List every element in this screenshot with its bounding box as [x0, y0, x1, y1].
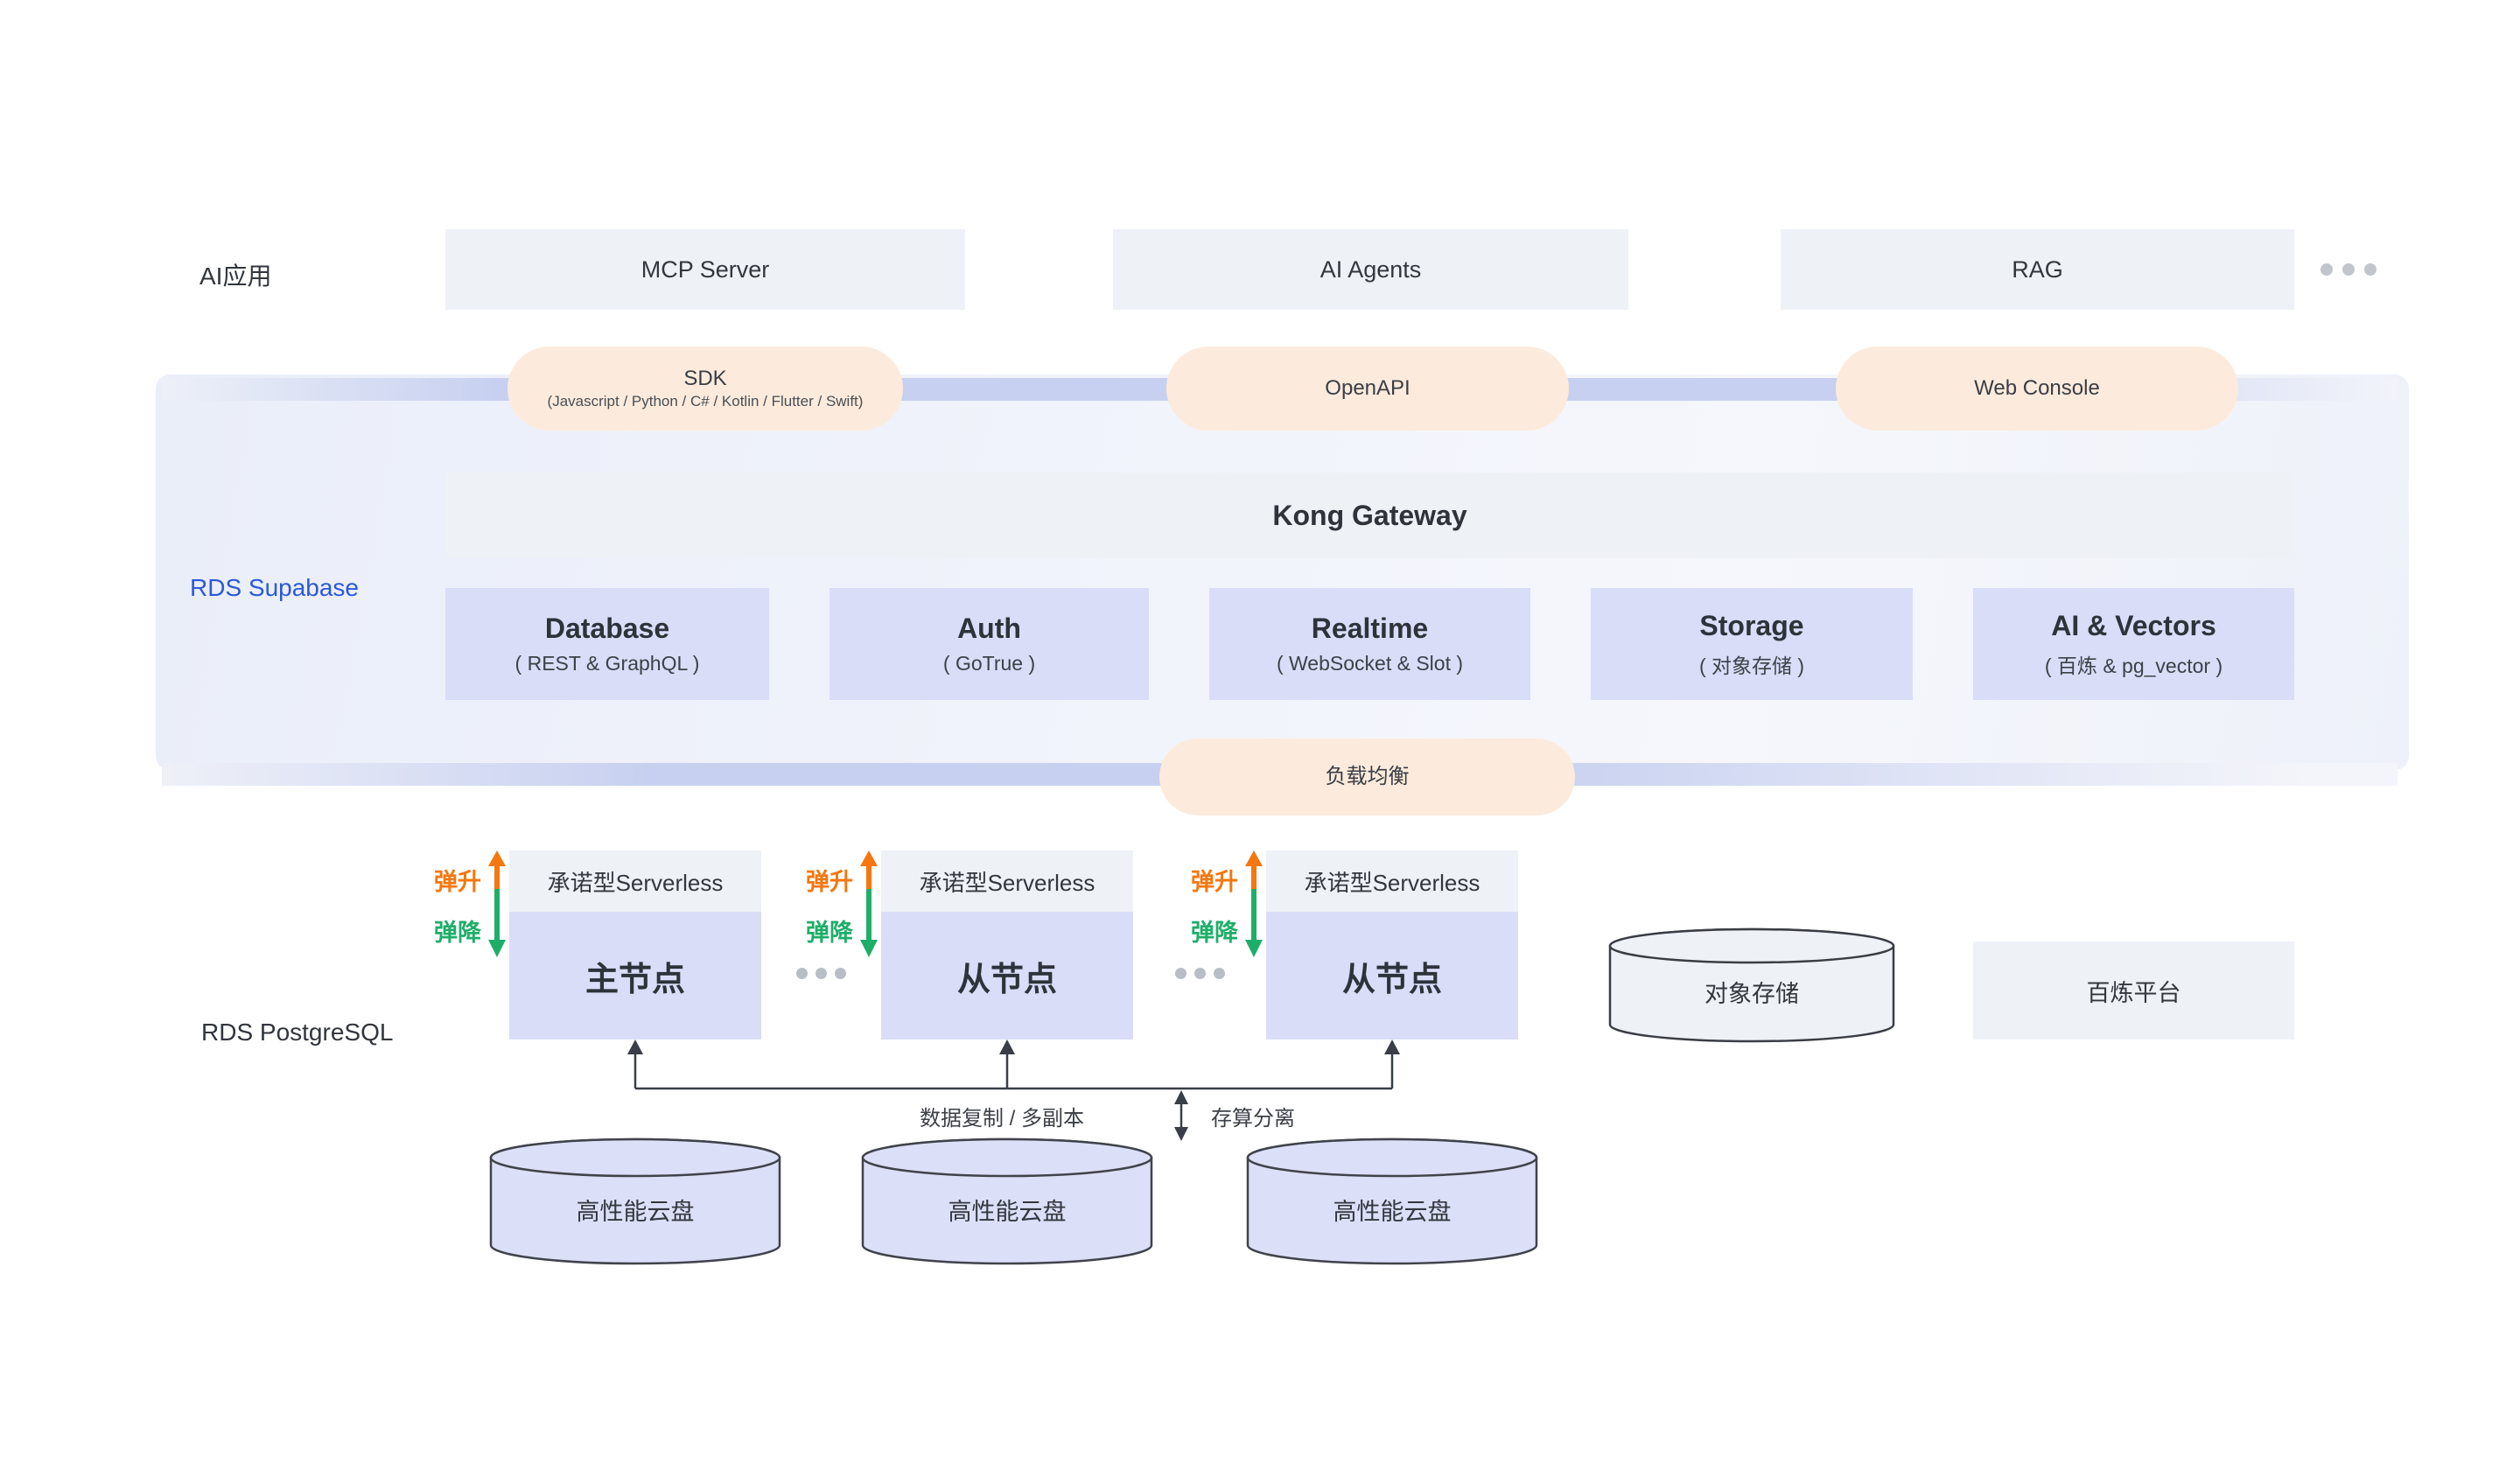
group2-node-label: 从节点	[956, 961, 1057, 998]
node-ellipsis-icon	[1175, 968, 1233, 979]
box-rag-label: RAG	[2012, 256, 2063, 283]
service-database: Database ( REST & GraphQL )	[445, 588, 769, 700]
box-bailian-platform: 百炼平台	[1973, 942, 2294, 1040]
group1-header-label: 承诺型Serverless	[547, 869, 724, 896]
group1-serverless-header: 承诺型Serverless	[509, 850, 761, 912]
box-mcp-server: MCP Server	[445, 229, 965, 310]
group3-header-label: 承诺型Serverless	[1304, 869, 1480, 896]
service-database-subtitle: ( REST & GraphQL )	[514, 652, 700, 675]
service-auth-title: Auth	[957, 612, 1021, 644]
group2-scale-up-label: 弹升	[806, 869, 853, 895]
bailian-platform-label: 百炼平台	[2086, 979, 2181, 1006]
disk3-label: 高性能云盘	[1333, 1198, 1452, 1225]
replication-label: 数据复制 / 多副本	[919, 1107, 1084, 1130]
app-layer-label: AI应用	[200, 262, 272, 290]
postgres-layer-label: RDS PostgreSQL	[201, 1018, 394, 1046]
group1-primary-node: 主节点	[509, 912, 761, 1040]
group1-node-label: 主节点	[584, 961, 685, 998]
separation-double-arrow-icon	[1174, 1090, 1188, 1141]
ellipsis-icon	[2320, 263, 2386, 276]
service-realtime-subtitle: ( WebSocket & Slot )	[1276, 652, 1464, 675]
box-mcp-server-label: MCP Server	[640, 256, 770, 283]
service-database-title: Database	[544, 612, 670, 644]
load-balancer-label: 负载均衡	[1325, 765, 1410, 788]
service-auth: Auth ( GoTrue )	[830, 588, 1149, 700]
pill-web-console: Web Console	[1836, 346, 2238, 430]
service-ai-vectors-subtitle: ( 百炼 & pg_vector )	[2044, 654, 2223, 677]
pill-openapi: OpenAPI	[1166, 346, 1569, 430]
group2-replica-node: 从节点	[881, 912, 1133, 1040]
group3-scale-down-label: 弹降	[1191, 920, 1238, 946]
sdk-subtitle: (Javascript / Python / C# / Kotlin / Flu…	[547, 393, 864, 410]
kong-gateway-label: Kong Gateway	[1272, 499, 1467, 531]
node-ellipsis-icon	[796, 968, 854, 979]
group3-replica-node: 从节点	[1266, 912, 1518, 1040]
service-ai-vectors-title: AI & Vectors	[2051, 609, 2216, 641]
group1-scale-down-label: 弹降	[434, 920, 481, 946]
group3-serverless-header: 承诺型Serverless	[1266, 850, 1518, 912]
group1-scale-up-label: 弹升	[434, 869, 481, 895]
service-storage-title: Storage	[1699, 609, 1804, 641]
pill-load-balancer: 负载均衡	[1159, 738, 1575, 816]
box-rag: RAG	[1781, 229, 2294, 310]
web-console-label: Web Console	[1974, 376, 2100, 400]
service-storage-subtitle: ( 对象存储 )	[1698, 654, 1805, 677]
separation-label: 存算分离	[1211, 1107, 1295, 1130]
sdk-title: SDK	[683, 367, 727, 390]
group3-scale-up-label: 弹升	[1191, 869, 1238, 895]
openapi-label: OpenAPI	[1325, 376, 1410, 400]
group2-header-label: 承诺型Serverless	[919, 869, 1096, 896]
disk1-label: 高性能云盘	[576, 1198, 695, 1225]
supabase-layer-label: RDS Supabase	[190, 574, 360, 601]
pill-sdk: SDK (Javascript / Python / C# / Kotlin /…	[508, 346, 903, 430]
group2-scale-down-label: 弹降	[806, 920, 853, 946]
service-realtime: Realtime ( WebSocket & Slot )	[1209, 588, 1530, 700]
service-ai-vectors: AI & Vectors ( 百炼 & pg_vector )	[1973, 588, 2294, 700]
group2-serverless-header: 承诺型Serverless	[881, 850, 1133, 912]
object-storage-label: 对象存储	[1704, 980, 1799, 1007]
supabase-section-background	[156, 374, 2409, 770]
box-ai-agents: AI Agents	[1113, 229, 1628, 310]
service-auth-subtitle: ( GoTrue )	[942, 652, 1036, 675]
service-realtime-title: Realtime	[1311, 612, 1429, 644]
service-storage: Storage ( 对象存储 )	[1591, 588, 1913, 700]
replication-arrows-icon	[627, 1040, 1400, 1090]
box-ai-agents-label: AI Agents	[1320, 256, 1422, 283]
group3-node-label: 从节点	[1341, 961, 1442, 998]
box-kong-gateway: Kong Gateway	[445, 472, 2294, 558]
disk2-label: 高性能云盘	[948, 1198, 1067, 1225]
